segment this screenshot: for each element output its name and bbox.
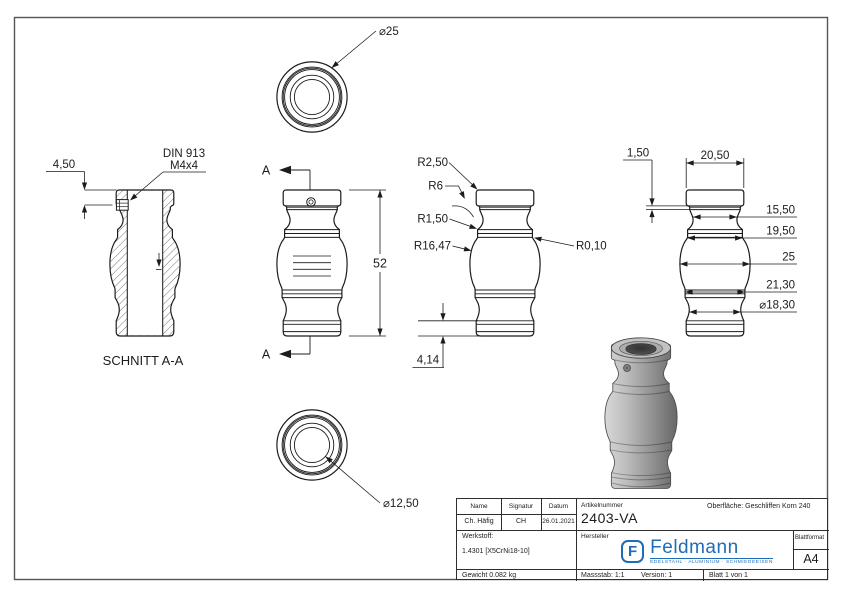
- artikelnummer-label: Artikelnummer: [581, 502, 623, 509]
- radius-leaders: [445, 162, 575, 254]
- blattformat-value: A4: [803, 552, 819, 566]
- section-part: [109, 189, 181, 337]
- radius-belly-label: R16,47: [414, 241, 451, 253]
- signatur-header: Signatur: [508, 502, 534, 510]
- cap-width-dim: 20,50: [701, 150, 730, 162]
- din-note-line2: M4x4: [170, 160, 199, 172]
- section-line-top: [279, 165, 311, 190]
- artikelnummer-value: 2403-VA: [581, 510, 638, 526]
- signatur-value: CH: [515, 517, 527, 525]
- belly-tangent-lines: [293, 255, 331, 277]
- bottom-view: ⌀12,50: [276, 409, 419, 510]
- dim-lower-neck: [689, 309, 797, 315]
- profile-view: R2,50 R6 R1,50 R16,47 R0,10 4,14: [412, 157, 607, 368]
- ring-width-dim: 21,30: [766, 280, 795, 292]
- top-view: ⌀25: [276, 26, 399, 133]
- feldmann-logo-tagline: EDELSTAHL · ALUMINIUM · SCHMIEDEEISEN: [650, 560, 773, 566]
- front-height-dim: 52: [373, 257, 387, 271]
- radius-fillet-label: R0,10: [576, 241, 607, 253]
- collar-width-dim: 19,50: [766, 226, 795, 238]
- section-title: SCHNITT A-A: [103, 353, 184, 368]
- base-height-dim: 4,14: [417, 355, 440, 367]
- datum-header: Datum: [548, 502, 569, 510]
- cap-edge-dim: 1,50: [627, 148, 649, 160]
- neck-width-dim: 15,50: [766, 205, 795, 217]
- feldmann-logo-icon: F: [621, 540, 645, 563]
- dims-part: 20,50 1,50 15,50 19,5: [623, 148, 797, 337]
- dim-4-50: [46, 171, 117, 219]
- feldmann-logo-initial: F: [628, 543, 638, 560]
- bottom-diameter-leader: [323, 454, 381, 504]
- profile-part: [469, 189, 541, 337]
- front-view: 52 A A: [262, 164, 387, 362]
- section-marker-top: A: [262, 164, 271, 178]
- dims-view: 20,50 1,50 15,50 19,5: [623, 148, 797, 337]
- blatt-value: Blatt 1 von 1: [709, 571, 748, 579]
- bottom-diameter-label: ⌀12,50: [383, 498, 419, 510]
- belly-width-dim: 25: [782, 252, 795, 264]
- radius-neck-label: R6: [428, 181, 443, 193]
- blattformat-label: Blattformat: [795, 535, 825, 541]
- top-diameter-label: ⌀25: [379, 26, 399, 38]
- feldmann-logo-name: Feldmann: [650, 536, 739, 558]
- screw-hole: [306, 197, 316, 207]
- section-offset-dim: 4,50: [53, 159, 75, 171]
- lower-neck-dim: ⌀18,30: [759, 300, 795, 312]
- set-screw: [115, 199, 129, 211]
- radius-top-label: R2,50: [417, 157, 448, 169]
- dim-4-14: [412, 303, 481, 368]
- feldmann-logo: F Feldmann EDELSTAHL · ALUMINIUM · SCHMI…: [607, 536, 787, 567]
- feldmann-logo-text: Feldmann EDELSTAHL · ALUMINIUM · SCHMIED…: [650, 536, 773, 566]
- section-view: 4,50 DIN 913 M4x4 SCHNITT A-A: [46, 148, 206, 368]
- thread-mark: [156, 253, 162, 270]
- oberflaeche: Oberfläche: Geschliffen Korn 240: [707, 503, 810, 510]
- render-bore: [625, 343, 657, 355]
- din-note-line1: DIN 913: [163, 148, 205, 160]
- datum-value: 26.01.2021: [542, 518, 575, 525]
- dim-52: [349, 189, 386, 337]
- dim-ring: [685, 289, 797, 295]
- radius-collar-label: R1,50: [417, 214, 448, 226]
- hersteller-label: Hersteller: [581, 532, 609, 540]
- dim-cap-edge: [623, 159, 690, 223]
- name-value: Ch. Häfig: [464, 517, 494, 525]
- name-header: Name: [470, 502, 488, 510]
- title-block: Name Signatur Datum Ch. Häfig CH 26.01.2…: [456, 498, 829, 581]
- render-3d: [604, 337, 678, 490]
- werkstoff-label: Werkstoff:: [462, 533, 494, 540]
- feldmann-logo-bar: [650, 557, 773, 560]
- dim-belly: [679, 261, 797, 267]
- section-line-bottom: [279, 336, 311, 359]
- front-part: 52: [276, 189, 387, 337]
- section-marker-bottom: A: [262, 348, 271, 362]
- render-shading: [610, 359, 672, 488]
- dim-collar: [687, 235, 797, 241]
- dim-cap-width: [685, 158, 745, 188]
- top-diameter-leader: [329, 30, 377, 70]
- oberflaeche-label: Oberfläche:: [707, 503, 744, 510]
- gewicht-value: Gewicht 0.082 kg: [462, 571, 517, 579]
- dim-neck: [693, 214, 797, 220]
- oberflaeche-value: Geschliffen Korn 240: [745, 503, 811, 510]
- massstab-value: Massstab: 1:1: [581, 571, 625, 579]
- din-note-leader: [128, 171, 206, 203]
- drawing-frame: [13, 16, 829, 581]
- version-value: Version: 1: [641, 571, 673, 579]
- render-screw-socket: [625, 366, 629, 370]
- werkstoff-value: 1.4301 [X5CrNi18-10]: [462, 548, 530, 555]
